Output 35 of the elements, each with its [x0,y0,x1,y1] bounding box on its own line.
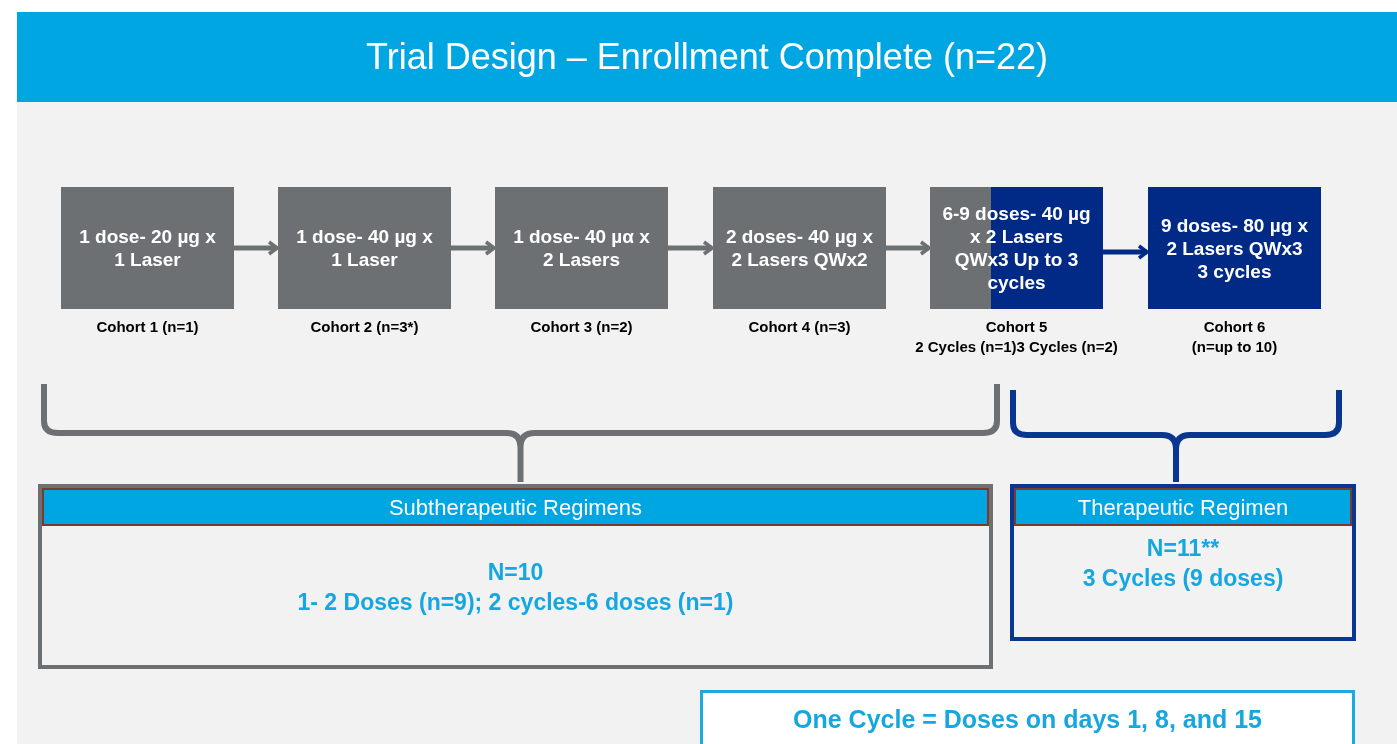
count-text: N=11** [1145,534,1221,562]
cohort-label: Cohort 6 [1203,317,1266,336]
note-box [700,690,1355,744]
count-text: N=10 [486,558,545,586]
title-bar: Trial Design – Enrollment Complete (n=22) [17,12,1397,102]
cohort-label: Cohort 3 (n=2) [530,317,633,336]
cohort-box [713,187,886,309]
cohort-box [495,187,668,309]
cohort-label: (n=up to 10) [1191,337,1278,356]
dose-text: 9 doses- 80 µg x 2 Lasers QWx3 3 cycles [1159,213,1310,283]
cohort-box [1148,187,1321,309]
arrow [1103,244,1149,260]
header-bar: Therapeutic Regimen [1014,488,1352,526]
cohort-label: 2 Cycles (n=1)3 Cycles (n=2) [915,337,1118,356]
arrow [668,240,714,256]
cohort-box [278,187,451,309]
arrow [234,240,279,256]
cohort-box [930,187,1103,309]
arrow [886,240,931,256]
note-text: One Cycle = Doses on days 1, 8, and 15 [793,705,1262,735]
cohort-label: Cohort 4 (n=3) [748,317,851,336]
dose-text: 2 doses- 40 µg x 2 Lasers QWx2 [724,225,875,271]
count-text: 1- 2 Doses (n=9); 2 cycles-6 doses (n=1) [296,588,735,616]
header-bar: Subtherapeutic Regimens [42,488,989,526]
dose-text: 1 dose- 20 µg x 1 Laser [78,225,217,271]
dose-text: 1 dose- 40 µg x 1 Laser [295,225,434,271]
dose-text: 1 dose- 40 µα x 2 Lasers [512,225,651,271]
cohort-box [61,187,234,309]
cohort-label: Cohort 5 [985,317,1048,336]
regimen-box [1010,484,1356,641]
count-text: 3 Cycles (9 doses) [1081,564,1285,592]
arrow [451,240,496,256]
regimen-box [38,484,993,669]
cohort-label: Cohort 2 (n=3*) [310,317,419,336]
cohort-label: Cohort 1 (n=1) [96,317,199,336]
